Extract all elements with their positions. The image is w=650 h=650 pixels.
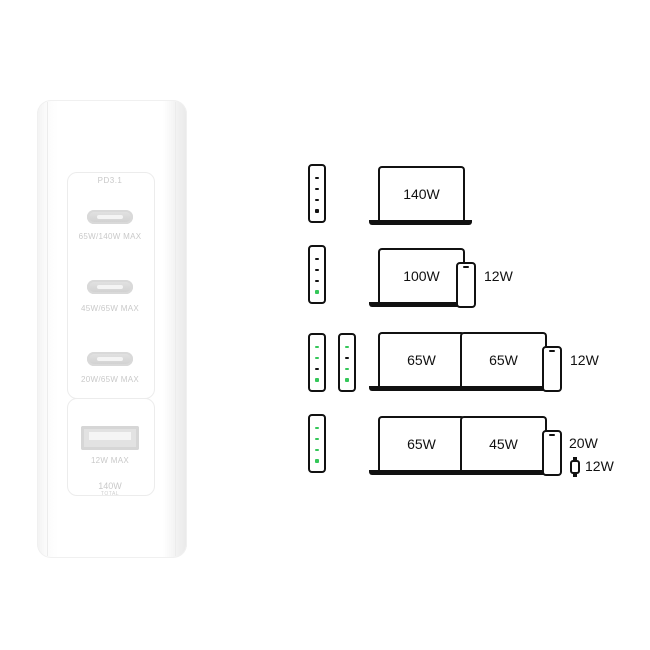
charger-body <box>37 100 187 558</box>
phone-wattage: 20W <box>569 435 598 451</box>
port-dot-active <box>315 346 319 348</box>
usb-a-port <box>81 426 139 450</box>
port-dot-active <box>345 346 349 348</box>
port-dot-active <box>315 357 319 359</box>
port-dot-active <box>315 427 319 429</box>
usb-c-port-1 <box>87 210 133 224</box>
port-dot <box>315 280 319 282</box>
phone-wattage: 12W <box>570 352 599 368</box>
port-dot <box>315 258 319 260</box>
port-dot <box>315 269 319 271</box>
port-indicator <box>308 414 326 473</box>
port-dot-active <box>315 449 319 451</box>
phone-icon <box>456 262 476 308</box>
watch-icon <box>570 457 580 477</box>
usb-c-port-3 <box>87 352 133 366</box>
total-value: 140W <box>98 481 122 491</box>
laptop-wattage: 65W <box>489 351 518 368</box>
port-label-2: 45W/65W MAX <box>81 304 139 313</box>
port-dot-active <box>315 209 319 213</box>
port-label-4: 12W MAX <box>90 456 130 465</box>
laptop-wattage: 100W <box>403 267 440 284</box>
laptop-wattage: 45W <box>489 435 518 452</box>
port-indicator <box>338 333 356 392</box>
port-panel-usba <box>67 398 155 496</box>
laptop-wattage: 65W <box>407 351 436 368</box>
total-word: TOTAL <box>100 491 120 497</box>
port-indicator <box>308 164 326 223</box>
port-dot <box>315 368 319 370</box>
usb-c-port-2 <box>87 280 133 294</box>
port-dot-active <box>315 290 319 294</box>
port-dot-active <box>315 438 319 440</box>
charger-edge <box>175 102 176 556</box>
port-dot <box>315 177 319 179</box>
laptop-wattage: 140W <box>403 185 440 202</box>
port-label-1: 65W/140W MAX <box>78 232 142 241</box>
port-dot-active <box>345 378 349 382</box>
port-dot-active <box>315 378 319 382</box>
watch-wattage: 12W <box>585 458 614 474</box>
port-dot <box>315 188 319 190</box>
port-label-3: 20W/65W MAX <box>81 375 139 384</box>
port-indicator <box>308 333 326 392</box>
charger-edge <box>47 102 48 556</box>
port-dot-active <box>315 459 319 463</box>
port-indicator <box>308 245 326 304</box>
port-dot <box>315 199 319 201</box>
phone-wattage: 12W <box>484 268 513 284</box>
pd-label: PD3.1 <box>97 176 123 185</box>
charger: PD3.1 65W/140W MAX 45W/65W MAX 20W/65W M… <box>37 100 187 558</box>
port-dot-active <box>345 368 349 370</box>
phone-icon <box>542 430 562 476</box>
laptop-wattage: 65W <box>407 435 436 452</box>
phone-icon <box>542 346 562 392</box>
port-dot <box>345 357 349 359</box>
